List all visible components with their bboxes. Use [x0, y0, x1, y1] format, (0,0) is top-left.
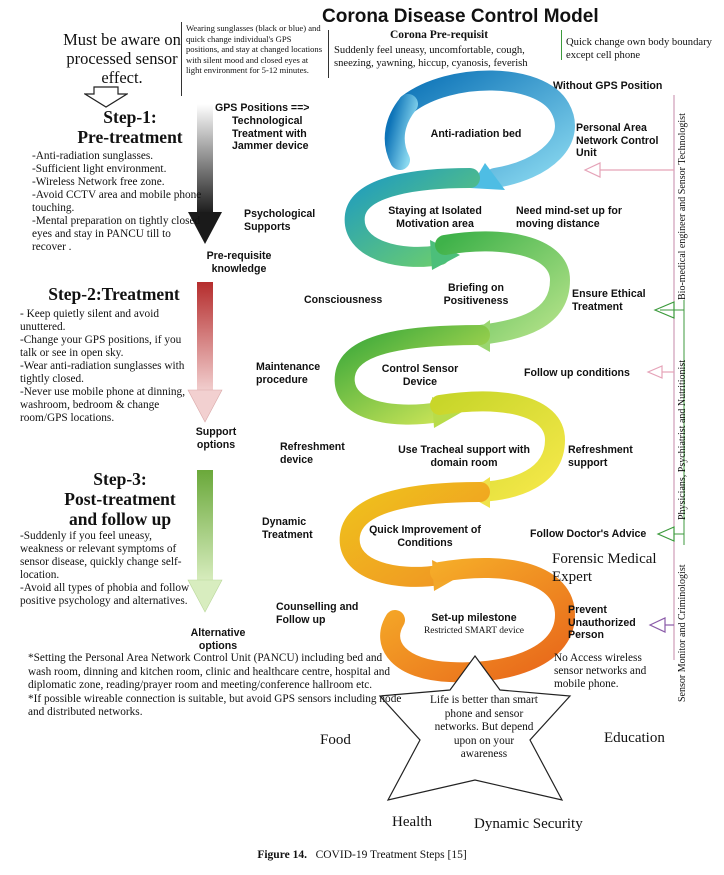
aware-note: Must be aware on processed sensor effect…: [63, 30, 181, 87]
step3-list: -Suddenly if you feel uneasy, weakness o…: [20, 530, 196, 608]
left-label-counselling: Counselling and Follow up: [276, 601, 359, 626]
spiral-label-briefing: Briefing on Positiveness: [443, 282, 509, 307]
star-food: Food: [320, 732, 351, 748]
spiral-loop-7: [380, 557, 576, 683]
left-label-maintenance: Maintenance procedure: [256, 361, 321, 386]
right-label-mindset: Need mind-set up for moving distance: [516, 205, 622, 230]
star-center-text: Life is better than smart phone and sens…: [430, 694, 538, 760]
awareness-star: [378, 654, 572, 801]
down-arrow-icon: [84, 86, 128, 108]
list-item: -Suddenly if you feel uneasy, weakness o…: [20, 530, 182, 581]
right-label-prevent: Prevent Unauthorized Person: [568, 604, 636, 641]
spiral-label-tracheal: Use Tracheal support with domain room: [398, 444, 530, 469]
step1-list: -Anti-radiation sunglasses. -Sufficient …: [32, 150, 204, 254]
footnote: *If possible wireable connection is suit…: [28, 692, 402, 719]
diagram-title: Corona Disease Control Model: [322, 6, 599, 27]
right-label-doctors-advice: Follow Doctor's Advice: [530, 528, 647, 540]
prerequisite-text: Suddenly feel uneasy, uncomfortable, cou…: [334, 45, 528, 69]
left-label-refreshment-device: Refreshment device: [280, 441, 345, 466]
spiral-label-milestone: Set-up milestone Restricted SMART device: [423, 612, 525, 636]
arrow-step2: [187, 282, 223, 423]
step3-arrow-label: Alternative options: [190, 627, 246, 652]
left-label-technological: Technological Treatment with Jammer devi…: [232, 115, 309, 152]
top-note: Wearing sunglasses (black or blue) and q…: [186, 23, 323, 75]
quick-change-note: Quick change own body boundary except ce…: [566, 37, 712, 61]
list-item: -Mental preparation on tightly closed ey…: [32, 215, 201, 253]
list-item: -Anti-radiation sunglasses.: [32, 150, 154, 162]
left-label-consciousness: Consciousness: [304, 294, 383, 306]
right-label-follow-up: Follow up conditions: [524, 367, 630, 379]
star-security: Dynamic Security: [474, 816, 583, 832]
vertical-label-sensor-monitor: Sensor Monitor and Criminologist: [677, 564, 688, 703]
step2-title: Step-2:Treatment: [48, 284, 180, 304]
green-arrow-1: [653, 301, 684, 319]
list-item: -Change your GPS positions, if you talk …: [20, 334, 182, 359]
list-item: -Never use mobile phone at dinning, wash…: [20, 386, 186, 424]
prerequisite-title: Corona Pre-requisit: [390, 29, 489, 41]
pink-arrow-1: [583, 162, 674, 178]
list-item: -Wear anti-radiation sunglasses with tig…: [20, 360, 185, 385]
forensic-label: Forensic Medical Expert: [552, 551, 657, 585]
right-label-pancu: Personal Area Network Control Unit: [576, 122, 659, 159]
footnote: *Setting the Personal Area Network Contr…: [28, 652, 391, 691]
list-item: - Keep quietly silent and avoid unuttere…: [20, 308, 159, 333]
gps-positions-label: GPS Positions ==>: [215, 102, 310, 114]
spiral-label-control-sensor: Control Sensor Device: [381, 363, 459, 388]
spiral-loop-1: [384, 70, 575, 190]
step3-title: Step-3: Post-treatment and follow up: [64, 469, 176, 529]
purple-arrow: [648, 617, 674, 633]
figure-caption: Figure 14. COVID-19 Treatment Steps [15]: [257, 849, 467, 861]
step2-list: - Keep quietly silent and avoid unuttere…: [20, 308, 198, 425]
step1-arrow-label: Pre-requisite knowledge: [206, 250, 272, 275]
left-label-dynamic: Dynamic Treatment: [262, 516, 313, 541]
pink-arrow-2: [646, 365, 674, 379]
left-label-psychological: Psychological Supports: [244, 208, 316, 233]
spiral-label-quick-improvement: Quick Improvement of Conditions: [369, 524, 481, 549]
step2-arrow-label: Support options: [195, 426, 237, 451]
right-label-ethical: Ensure Ethical Treatment: [572, 288, 646, 313]
spiral-label-anti-radiation-bed: Anti-radiation bed: [430, 128, 522, 140]
list-item: -Wireless Network free zone.: [32, 176, 165, 188]
vertical-label-physicians: Physicians, Psychiatrist and Nutritionis…: [677, 360, 688, 520]
footnotes: *Setting the Personal Area Network Contr…: [28, 652, 408, 720]
star-health: Health: [392, 814, 432, 830]
spiral-label-isolated-area: Staying at Isolated Motivation area: [388, 205, 482, 230]
no-access-note: No Access wireless sensor networks and m…: [554, 652, 647, 690]
arrow-step3: [187, 470, 223, 613]
list-item: -Avoid CCTV area and mobile phone touchi…: [32, 189, 202, 214]
step1-title: Step-1: Pre-treatment: [77, 107, 183, 147]
vertical-label-biomedical: Bio-medical engineer and Sensor Technolo…: [677, 113, 688, 300]
right-label-refreshment-support: Refreshment support: [568, 444, 633, 469]
star-education: Education: [604, 730, 665, 746]
list-item: -Sufficient light environment.: [32, 163, 167, 175]
arrow-step1: [188, 104, 222, 244]
without-gps-label: Without GPS Position: [553, 80, 663, 92]
green-arrow-2: [656, 526, 684, 542]
list-item: -Avoid all types of phobia and follow po…: [20, 582, 190, 607]
